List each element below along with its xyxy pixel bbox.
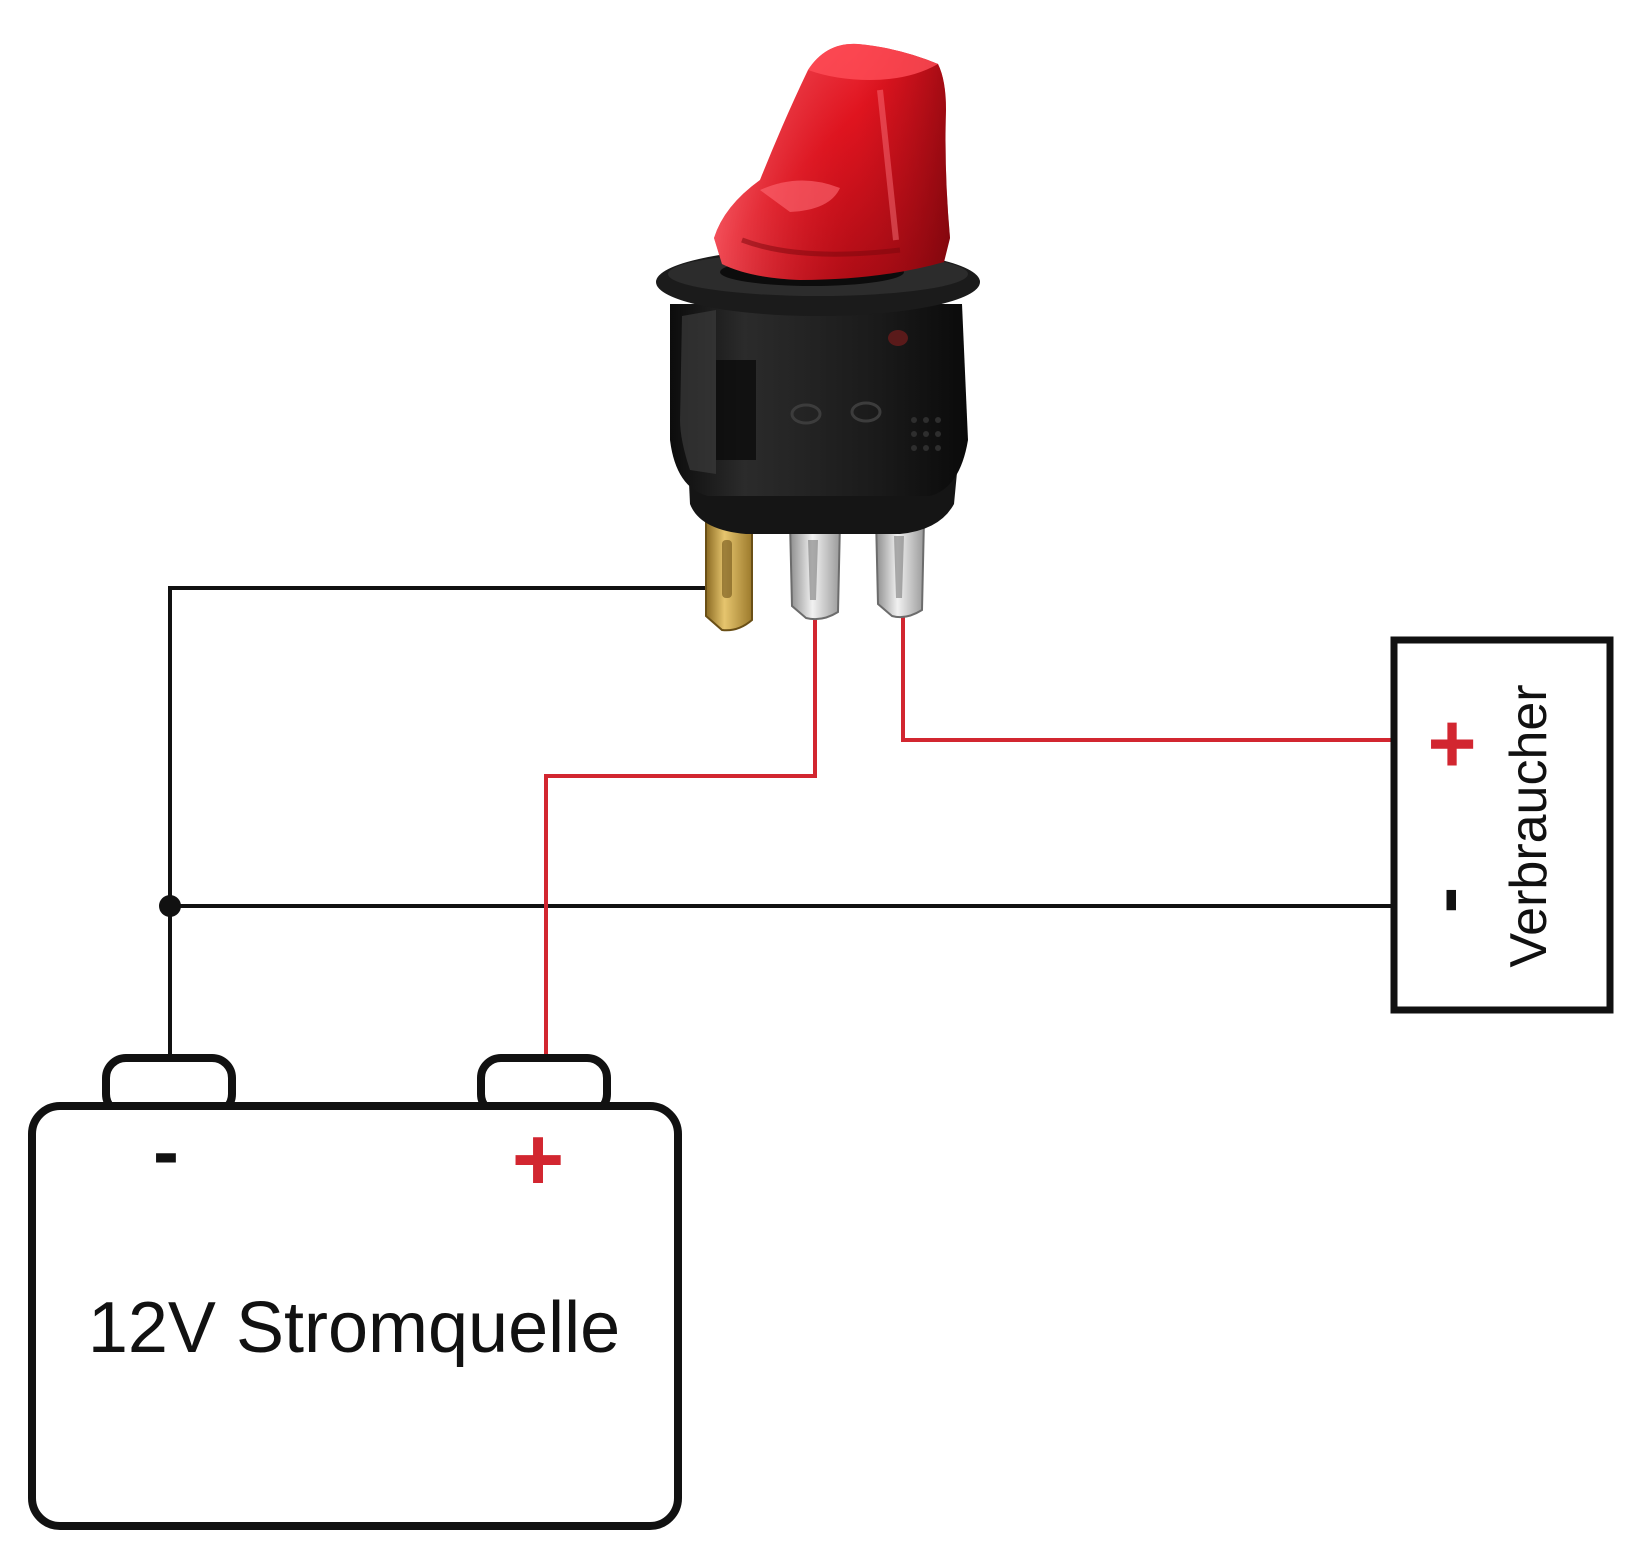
load-label: Verbraucher: [1500, 684, 1558, 967]
load-plus-symbol: +: [1427, 696, 1476, 790]
load-minus-symbol: -: [1400, 887, 1489, 914]
battery: - + 12V Stromquelle: [28, 1054, 682, 1530]
junction-dot: [159, 895, 181, 917]
battery-minus-symbol: -: [153, 1107, 179, 1195]
switch-pin-ground: [705, 521, 753, 632]
battery-plus-symbol: +: [512, 1110, 565, 1210]
wire-load-plus: [901, 610, 1394, 742]
load-outline: [1390, 636, 1614, 1014]
battery-label: 12V Stromquelle: [88, 1288, 620, 1368]
load-box: + - Verbraucher: [1390, 636, 1614, 1014]
switch-pin-output: [874, 517, 926, 619]
battery-body: [28, 1102, 682, 1530]
switch-pin-power: [788, 521, 842, 621]
wire-ground-switch: [168, 586, 712, 1058]
toggle-switch: [656, 43, 980, 632]
wire-battery-plus: [544, 610, 817, 1058]
